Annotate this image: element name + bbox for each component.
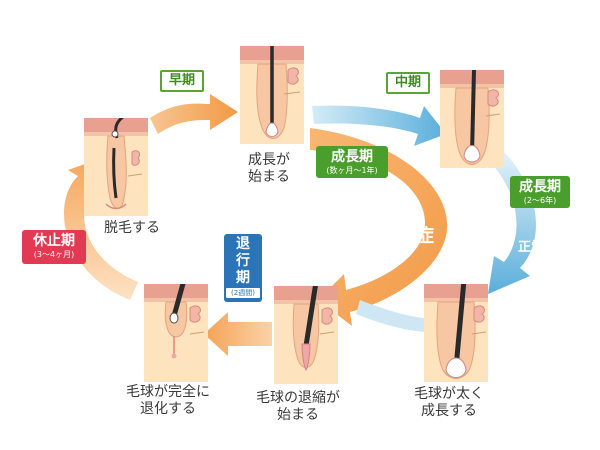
follicle-panel-shedding	[84, 118, 148, 216]
arrow-regression	[204, 312, 272, 356]
tag-early: 早期	[160, 70, 204, 92]
badge-rest-phase: 休止期 (3〜4ヶ月)	[22, 230, 86, 264]
follicle-panel-regression-complete	[144, 284, 208, 382]
follicle-panel-regression-start	[274, 286, 338, 384]
follicle-panel-middle-growth	[440, 70, 504, 168]
arrow-middle	[312, 105, 446, 146]
arrow-rest	[64, 158, 138, 300]
label-thick-growth: 毛球が太く 成長する	[414, 386, 484, 419]
arrow-alopecia	[310, 128, 448, 326]
badge-growth-phase-center: 成長期 (数ヶ月〜1年)	[316, 146, 388, 178]
label-normal: 正常時	[518, 240, 558, 255]
label-alopecia: 脱毛症	[378, 226, 435, 247]
arrow-normal	[488, 152, 536, 294]
label-regression-begins: 毛球の退縮が 始まる	[256, 390, 340, 423]
badge-growth-phase-right: 成長期 (2〜6年)	[510, 176, 570, 208]
label-regression-complete: 毛球が完全に 退化する	[126, 384, 210, 417]
arrow-early	[150, 94, 238, 134]
follicle-panel-early-growth	[240, 46, 304, 144]
label-shedding: 脱毛する	[104, 220, 160, 236]
badge-regression-phase: 退 行 期 (2週間)	[224, 234, 262, 302]
label-growth-begins: 成長が 始まる	[248, 152, 290, 185]
follicle-panel-thick-growth	[424, 284, 488, 382]
tag-middle: 中期	[386, 72, 430, 94]
